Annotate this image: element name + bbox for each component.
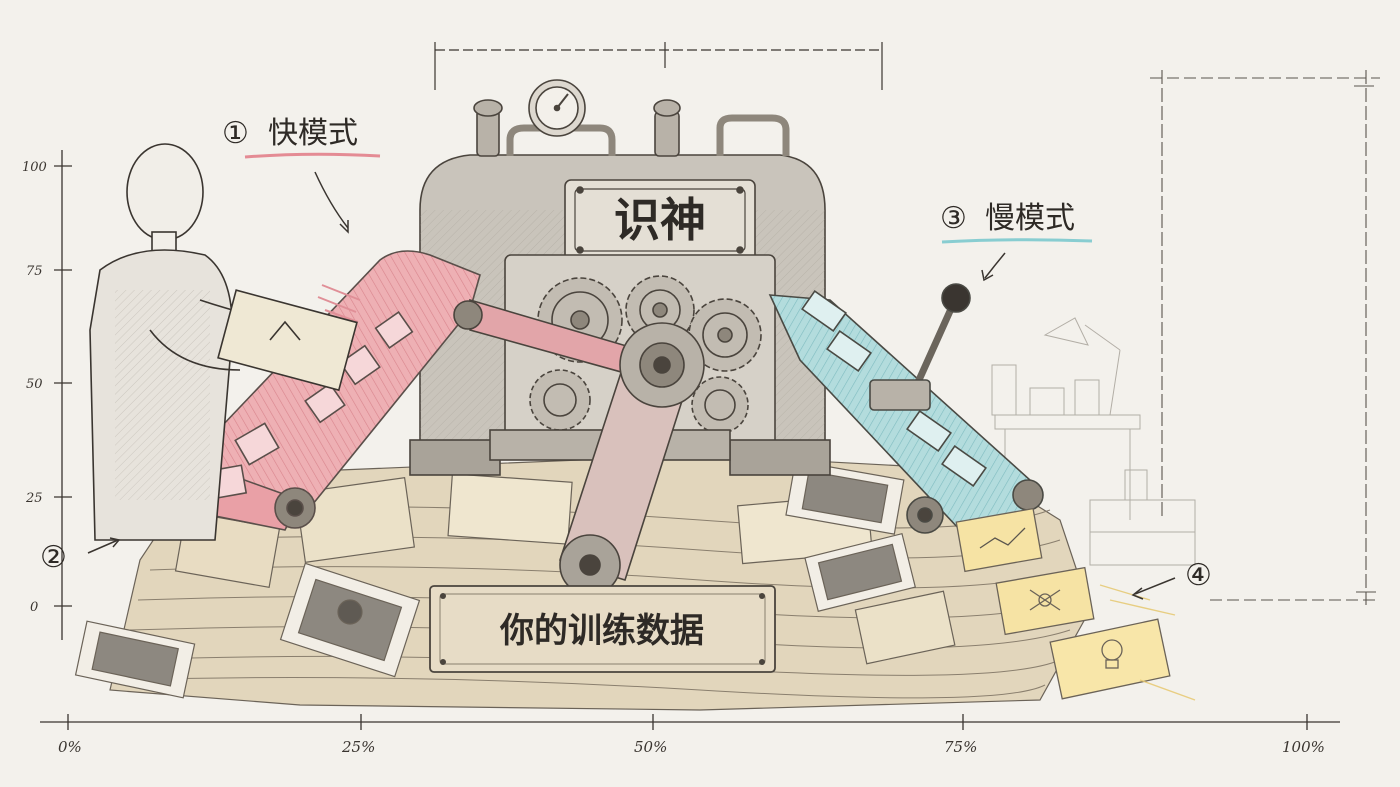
photo-card xyxy=(804,532,917,612)
cross-icon xyxy=(801,289,987,488)
callout-label: 慢模式 xyxy=(985,201,1075,236)
machine-title: 识神 xyxy=(614,193,706,247)
y-axis xyxy=(54,150,72,640)
y-tick-label: 25 xyxy=(25,491,43,506)
x-tick-label: 75% xyxy=(944,738,977,756)
callout-fast-mode: ① 快模式 xyxy=(222,116,381,234)
dimension-line xyxy=(434,42,883,90)
network-icon xyxy=(995,566,1095,636)
x-tick-label: 100% xyxy=(1282,738,1325,756)
y-tick-label: 50 xyxy=(26,377,43,392)
blueprint-frame xyxy=(1150,70,1380,605)
base-plaque-label: 你的训练数据 xyxy=(499,611,704,651)
photo-card xyxy=(74,620,196,699)
output-cards xyxy=(955,507,1196,701)
callout-data-input: ② xyxy=(40,537,121,575)
slow-mode-conveyor xyxy=(768,283,1044,534)
worker-figure xyxy=(89,143,358,541)
gear-icon xyxy=(691,376,749,434)
y-tick-label: 100 xyxy=(22,160,47,175)
x-tick-label: 50% xyxy=(634,738,667,756)
base-plaque xyxy=(429,585,776,673)
x-tick-label: 25% xyxy=(341,738,375,756)
callout-output: ④ xyxy=(1131,558,1212,600)
x-axis xyxy=(40,714,1340,730)
callout-label: 快模式 xyxy=(268,116,358,151)
y-tick-label: 0 xyxy=(30,600,38,615)
photo-card xyxy=(279,562,421,678)
photo-card xyxy=(785,460,905,535)
central-arm xyxy=(453,298,705,596)
training-data-pile xyxy=(74,454,1091,711)
gear-icon xyxy=(529,369,591,431)
gauge-icon xyxy=(528,79,586,137)
y-tick-label: 75 xyxy=(26,264,43,279)
callout-slow-mode: ③ 慢模式 xyxy=(940,201,1093,282)
star-icon xyxy=(304,311,414,424)
callout-number: ① xyxy=(222,116,249,151)
x-tick-label: 0% xyxy=(58,738,82,756)
lightbulb-icon xyxy=(1049,618,1171,700)
callout-number: ④ xyxy=(1185,558,1212,593)
callout-number: ③ xyxy=(940,201,967,236)
speed-lines xyxy=(317,284,361,323)
callout-number: ② xyxy=(40,540,67,575)
chart-icon xyxy=(955,507,1043,573)
